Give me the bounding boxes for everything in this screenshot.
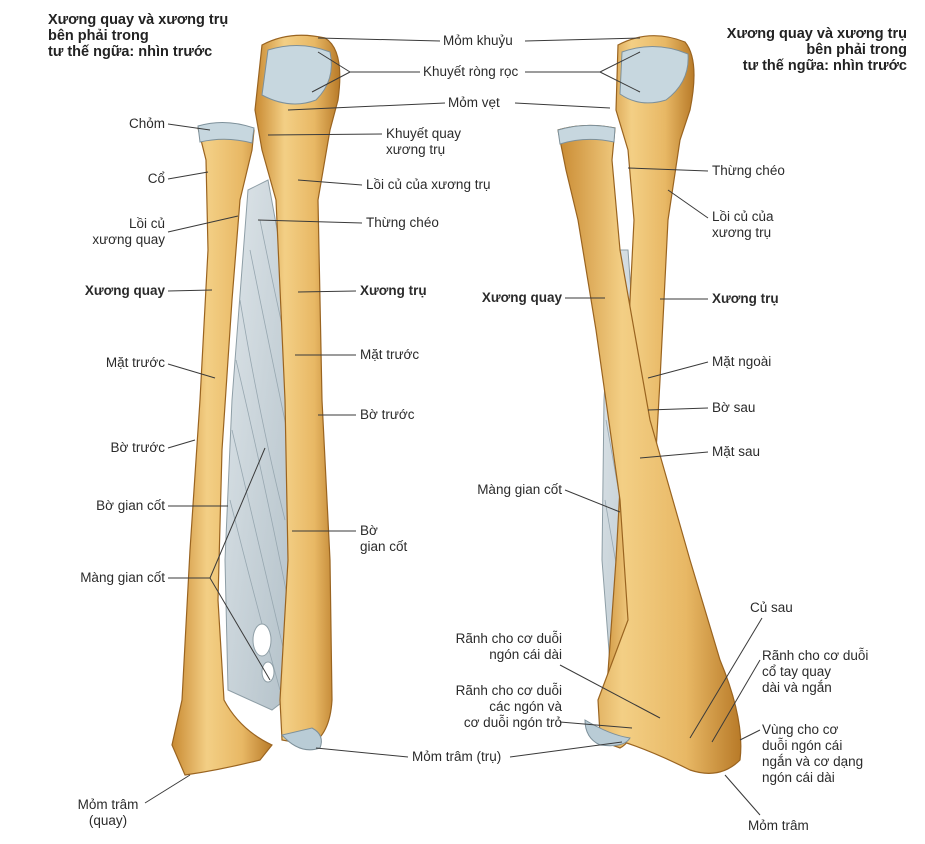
label-ulnar-tuberosity: Lồi củ của xương trụ (366, 177, 491, 192)
label-radius-left: Xương quay (84, 283, 165, 298)
title-right-line-2: bên phải trong (806, 42, 907, 58)
label-groove-ed-line-3: cơ duỗi ngón trỏ (463, 715, 562, 730)
label-anterior-surface-radius: Mặt trước (105, 355, 165, 370)
label-anterior-surface-ulna: Mặt trước (360, 347, 420, 362)
label-radial-styloid-line-1: Mỏm trâm (77, 797, 139, 812)
label-interosseous-border-radius: Bờ gian cốt (96, 498, 165, 513)
label-area-epb-line-1: Vùng cho cơ (762, 722, 839, 737)
label-posterior-surface: Mặt sau (712, 444, 761, 459)
label-groove-epl-line-2: ngón cái dài (489, 647, 562, 662)
label-radius-right: Xương quay (481, 290, 562, 305)
label-interosseous-border-ulna: Bờ gian cốt (360, 523, 407, 555)
label-ulna-right: Xương trụ (712, 291, 779, 306)
label-area-epb-apl: Vùng cho cơ duỗi ngón cái ngắn và cơ dạn… (762, 722, 863, 786)
label-oblique-cord-left: Thừng chéo (366, 215, 439, 230)
label-trochlear-notch: Khuyết ròng rọc (423, 64, 519, 79)
label-ulnar-tuberosity-right-line-1: Lồi củ của (712, 209, 774, 224)
label-radial-notch-line-2: xương trụ (386, 142, 446, 157)
label-coronoid-process: Mỏm vẹt (448, 95, 500, 110)
label-oblique-cord-right: Thừng chéo (712, 163, 785, 178)
title-left: Xương quay và xương trụ bên phải trong t… (48, 12, 228, 60)
label-radial-styloid-line-2: (quay) (88, 813, 128, 828)
label-area-epb-line-2: duỗi ngón cái (762, 738, 843, 753)
label-ulnar-tuberosity-right-line-2: xương trụ (712, 225, 772, 240)
label-groove-epl: Rãnh cho cơ duỗi ngón cái dài (456, 631, 562, 663)
label-lateral-surface: Mặt ngoài (712, 354, 772, 369)
label-groove-ecr: Rãnh cho cơ duỗi cổ tay quay dài và ngắn (762, 648, 868, 696)
label-ulnar-tuberosity-right: Lồi củ của xương trụ (712, 209, 774, 241)
leader-lines (144, 37, 763, 816)
title-left-line-2: bên phải trong (48, 28, 149, 44)
label-area-epb-line-4: ngón cái dài (762, 770, 835, 785)
title-right: Xương quay và xương trụ bên phải trong t… (727, 26, 907, 74)
title-right-line-1: Xương quay và xương trụ (726, 26, 907, 42)
title-left-line-1: Xương quay và xương trụ (48, 12, 229, 28)
label-head: Chỏm (128, 116, 165, 131)
label-anterior-border-ulna: Bờ trước (360, 407, 415, 422)
label-radial-notch: Khuyết quay xương trụ (386, 126, 461, 158)
label-groove-epl-line-1: Rãnh cho cơ duỗi (455, 631, 562, 646)
label-groove-extensor-digitorum: Rãnh cho cơ duỗi các ngón và cơ duỗi ngó… (456, 683, 562, 731)
label-groove-ecr-line-1: Rãnh cho cơ duỗi (762, 648, 869, 663)
right-forearm (557, 35, 742, 774)
label-interosseous-membrane-left: Màng gian cốt (80, 570, 165, 585)
title-right-line-3: tư thế ngữa: nhìn trước (742, 58, 907, 74)
label-groove-ecr-line-3: dài và ngắn (762, 680, 832, 695)
label-radial-styloid: Mỏm trâm (quay) (72, 797, 144, 829)
label-radial-tuberosity-line-1: Lồi củ (128, 216, 165, 231)
label-dorsal-tubercle: Củ sau (750, 600, 793, 615)
label-interosseous-border-ulna-line-1: Bờ (360, 523, 378, 538)
label-interosseous-membrane-right: Màng gian cốt (477, 482, 562, 497)
label-groove-ed-line-2: các ngón và (489, 699, 562, 714)
label-radial-tuberosity-line-2: xương quay (92, 232, 165, 247)
label-neck: Cổ (147, 171, 165, 186)
label-styloid-right: Mỏm trâm (748, 818, 809, 833)
title-left-line-3: tư thế ngữa: nhìn trước (48, 44, 213, 60)
label-olecranon: Mỏm khuỷu (443, 33, 513, 48)
label-anterior-border-radius: Bờ trước (110, 440, 166, 455)
label-ulna-left: Xương trụ (360, 283, 427, 298)
left-forearm (171, 34, 341, 776)
label-posterior-border: Bờ sau (712, 400, 756, 415)
label-radial-tuberosity: Lồi củ xương quay (92, 216, 165, 248)
label-groove-ecr-line-2: cổ tay quay (762, 664, 832, 679)
label-ulnar-styloid: Mỏm trâm (trụ) (412, 749, 502, 764)
label-groove-ed-line-1: Rãnh cho cơ duỗi (455, 683, 562, 698)
label-interosseous-border-ulna-line-2: gian cốt (360, 539, 408, 554)
label-area-epb-line-3: ngắn và cơ dạng (762, 754, 864, 769)
label-radial-notch-line-1: Khuyết quay (386, 126, 462, 141)
